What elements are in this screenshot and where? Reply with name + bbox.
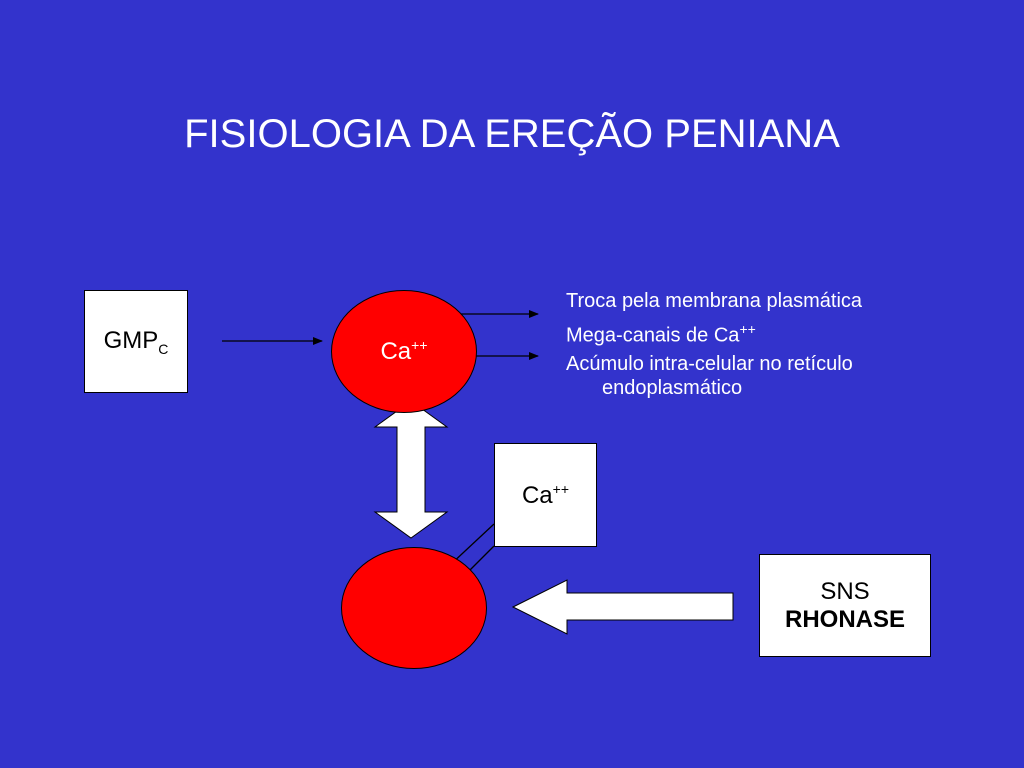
calcium-top-label: Ca++	[380, 337, 428, 365]
rhonase-label: RHONASE	[784, 605, 905, 633]
list-item: Troca pela membrana plasmática	[566, 290, 863, 312]
list-item: Mega-canais de Ca++	[566, 321, 756, 347]
slide-title: FISIOLOGIA DA EREÇÃO PENIANA	[184, 112, 840, 156]
gmpc-label: GMPC	[103, 326, 169, 357]
block-arrow-left	[511, 579, 734, 635]
sns-rhonase-box: SNS RHONASE	[759, 554, 931, 657]
list-item: Acúmulo intra-celular no retículo	[566, 352, 853, 375]
calcium-cell-bottom	[341, 547, 487, 669]
calcium-box: Ca++	[494, 443, 597, 547]
calcium-box-label: Ca++	[521, 480, 570, 509]
gmpc-box: GMPC	[84, 290, 188, 393]
list-item-continuation: endoplasmático	[602, 376, 743, 399]
calcium-mechanism-list: Troca pela membrana plasmática Mega-cana…	[566, 287, 862, 402]
double-arrow-vertical	[373, 400, 449, 539]
calcium-cell-top: Ca++	[331, 290, 477, 413]
sns-label: SNS	[820, 577, 870, 605]
